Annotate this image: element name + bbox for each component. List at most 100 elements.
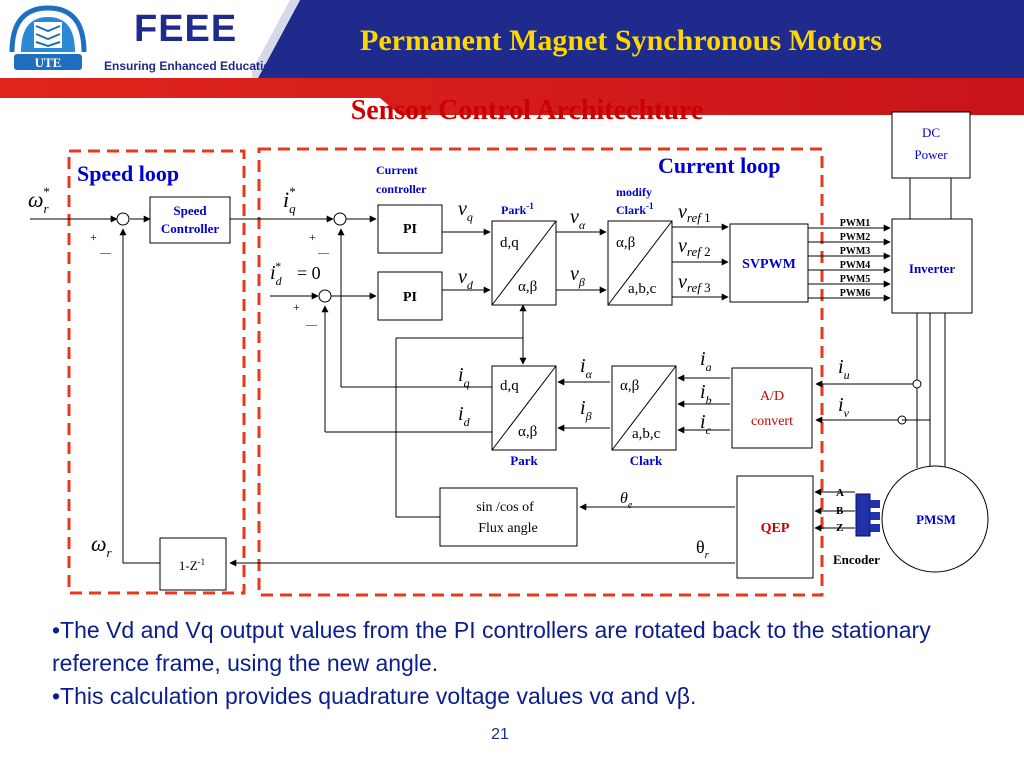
sym-i-beta: iβ [580, 397, 592, 423]
sym-vq: vq [458, 198, 473, 224]
park-inverse-dq: d,q [500, 235, 519, 251]
bullet-list: •The Vd and Vq output values from the PI… [52, 614, 972, 713]
clark-abc: a,b,c [632, 426, 661, 442]
sym-vd: vd [458, 266, 474, 292]
sym-iu: iu [838, 356, 850, 382]
pi-block-q-label: PI [403, 222, 417, 237]
sym-vref3: vref 3 [678, 271, 711, 295]
clark-ab: α,β [620, 378, 639, 394]
speed-loop-border [67, 149, 246, 595]
flux-angle-label-1: sin /cos of [476, 500, 534, 515]
encoder-channel-z: Z [836, 522, 843, 534]
sum-junction-speed [116, 212, 130, 226]
sym-id-ref: id* [270, 259, 283, 288]
encoder-channel-a: A [836, 487, 844, 499]
sym-theta-e: θe [620, 490, 633, 511]
speed-controller-label-1: Speed [173, 203, 207, 218]
delay-block [159, 537, 227, 591]
pwm3-label: PWM3 [840, 246, 871, 257]
svpwm-block [729, 223, 809, 303]
inverter-label: Inverter [909, 261, 955, 276]
svpwm-label: SVPWM [742, 257, 796, 272]
clark-inverse-ab: α,β [616, 235, 635, 251]
ad-convert-block [731, 367, 813, 449]
current-loop-label: Current loop [658, 153, 780, 178]
sym-v-alpha: vα [570, 206, 586, 232]
signal-lines [30, 178, 952, 567]
sym-ic: ic [700, 411, 712, 437]
park-inverse-label: Park-1 [501, 201, 534, 217]
park-label: Park [510, 453, 538, 468]
sym-vref2: vref 2 [678, 235, 711, 259]
current-controller-caption-2: controller [376, 182, 427, 196]
encoder-label: Encoder [833, 552, 880, 567]
ad-convert-label-2: convert [751, 414, 793, 429]
plus-sign-speed: + [90, 230, 97, 244]
park-dq: d,q [500, 378, 519, 394]
encoder-disc-icon [855, 493, 871, 537]
sym-iq: iq [458, 364, 470, 390]
pwm2-label: PWM2 [840, 232, 871, 243]
speed-loop-label: Speed loop [77, 161, 179, 186]
clark-inverse-abc: a,b,c [628, 281, 657, 297]
pwm4-label: PWM4 [840, 260, 871, 271]
sum-junction-id [318, 289, 332, 303]
sensor-dot-u [912, 379, 922, 389]
logo-text: UTE [35, 55, 62, 70]
slide-subtitle: Sensor Control Architechture [350, 95, 704, 126]
speed-controller-block [149, 196, 231, 244]
blue-banner [258, 0, 1024, 78]
sym-omega-r-ref: ωr* [28, 184, 50, 216]
encoder-channel-b: B [836, 505, 844, 517]
page-number: 21 [491, 726, 509, 743]
current-controller-caption-1: Current [376, 163, 418, 177]
clark-label: Clark [630, 453, 663, 468]
inverter-block [891, 218, 973, 314]
dc-power-label-2: Power [914, 147, 948, 162]
bullet-item: •This calculation provides quadrature vo… [52, 683, 697, 709]
pwm6-label: PWM6 [840, 288, 871, 299]
speed-controller-label-2: Controller [161, 221, 219, 236]
sym-v-beta: vβ [570, 263, 585, 289]
plus-sign-iq: + [309, 230, 316, 244]
minus-sign-speed: — [99, 247, 112, 259]
park-ab: α,β [518, 424, 537, 440]
red-stripe [0, 78, 1024, 115]
pwm1-label: PWM1 [840, 218, 871, 229]
pi-block-d [377, 271, 443, 321]
sym-theta-r: θr [696, 537, 710, 561]
sym-iv: iv [838, 394, 850, 420]
sym-omega-r: ωr [91, 531, 113, 560]
current-loop-border [257, 147, 824, 597]
flux-angle-label-2: Flux angle [478, 521, 538, 536]
delay-label: 1-Z-1 [179, 557, 205, 573]
pmsm-motor [881, 465, 989, 573]
sym-id: id [458, 403, 471, 429]
qep-block [736, 475, 814, 579]
slide-title: Permanent Magnet Synchronous Motors [360, 24, 882, 57]
sym-ia: ia [700, 348, 712, 374]
clark-inverse-label-1: modify [616, 185, 652, 199]
pwm5-label: PWM5 [840, 274, 871, 285]
dc-power-block [891, 111, 971, 179]
clark-inverse-label-2: Clark-1 [616, 201, 654, 217]
sym-id-ref-value: = 0 [297, 263, 321, 283]
sum-junction-iq [333, 212, 347, 226]
sym-vref1: vref 1 [678, 201, 711, 225]
pmsm-label: PMSM [916, 512, 956, 527]
banner-edge [248, 0, 300, 78]
brand-tagline: Ensuring Enhanced Education [104, 59, 279, 73]
flux-angle-block [439, 487, 578, 547]
pi-block-q [377, 204, 443, 254]
pi-block-d-label: PI [403, 290, 417, 305]
qep-label: QEP [761, 521, 790, 536]
sym-ib: ib [700, 381, 712, 407]
bullet-item: •The Vd and Vq output values from the PI… [52, 617, 931, 676]
park-inverse-ab: α,β [518, 279, 537, 295]
ute-logo: UTE [9, 5, 87, 70]
minus-sign-id: — [305, 319, 318, 331]
ad-convert-label-1: A/D [760, 389, 784, 404]
plus-sign-id: + [293, 300, 300, 314]
